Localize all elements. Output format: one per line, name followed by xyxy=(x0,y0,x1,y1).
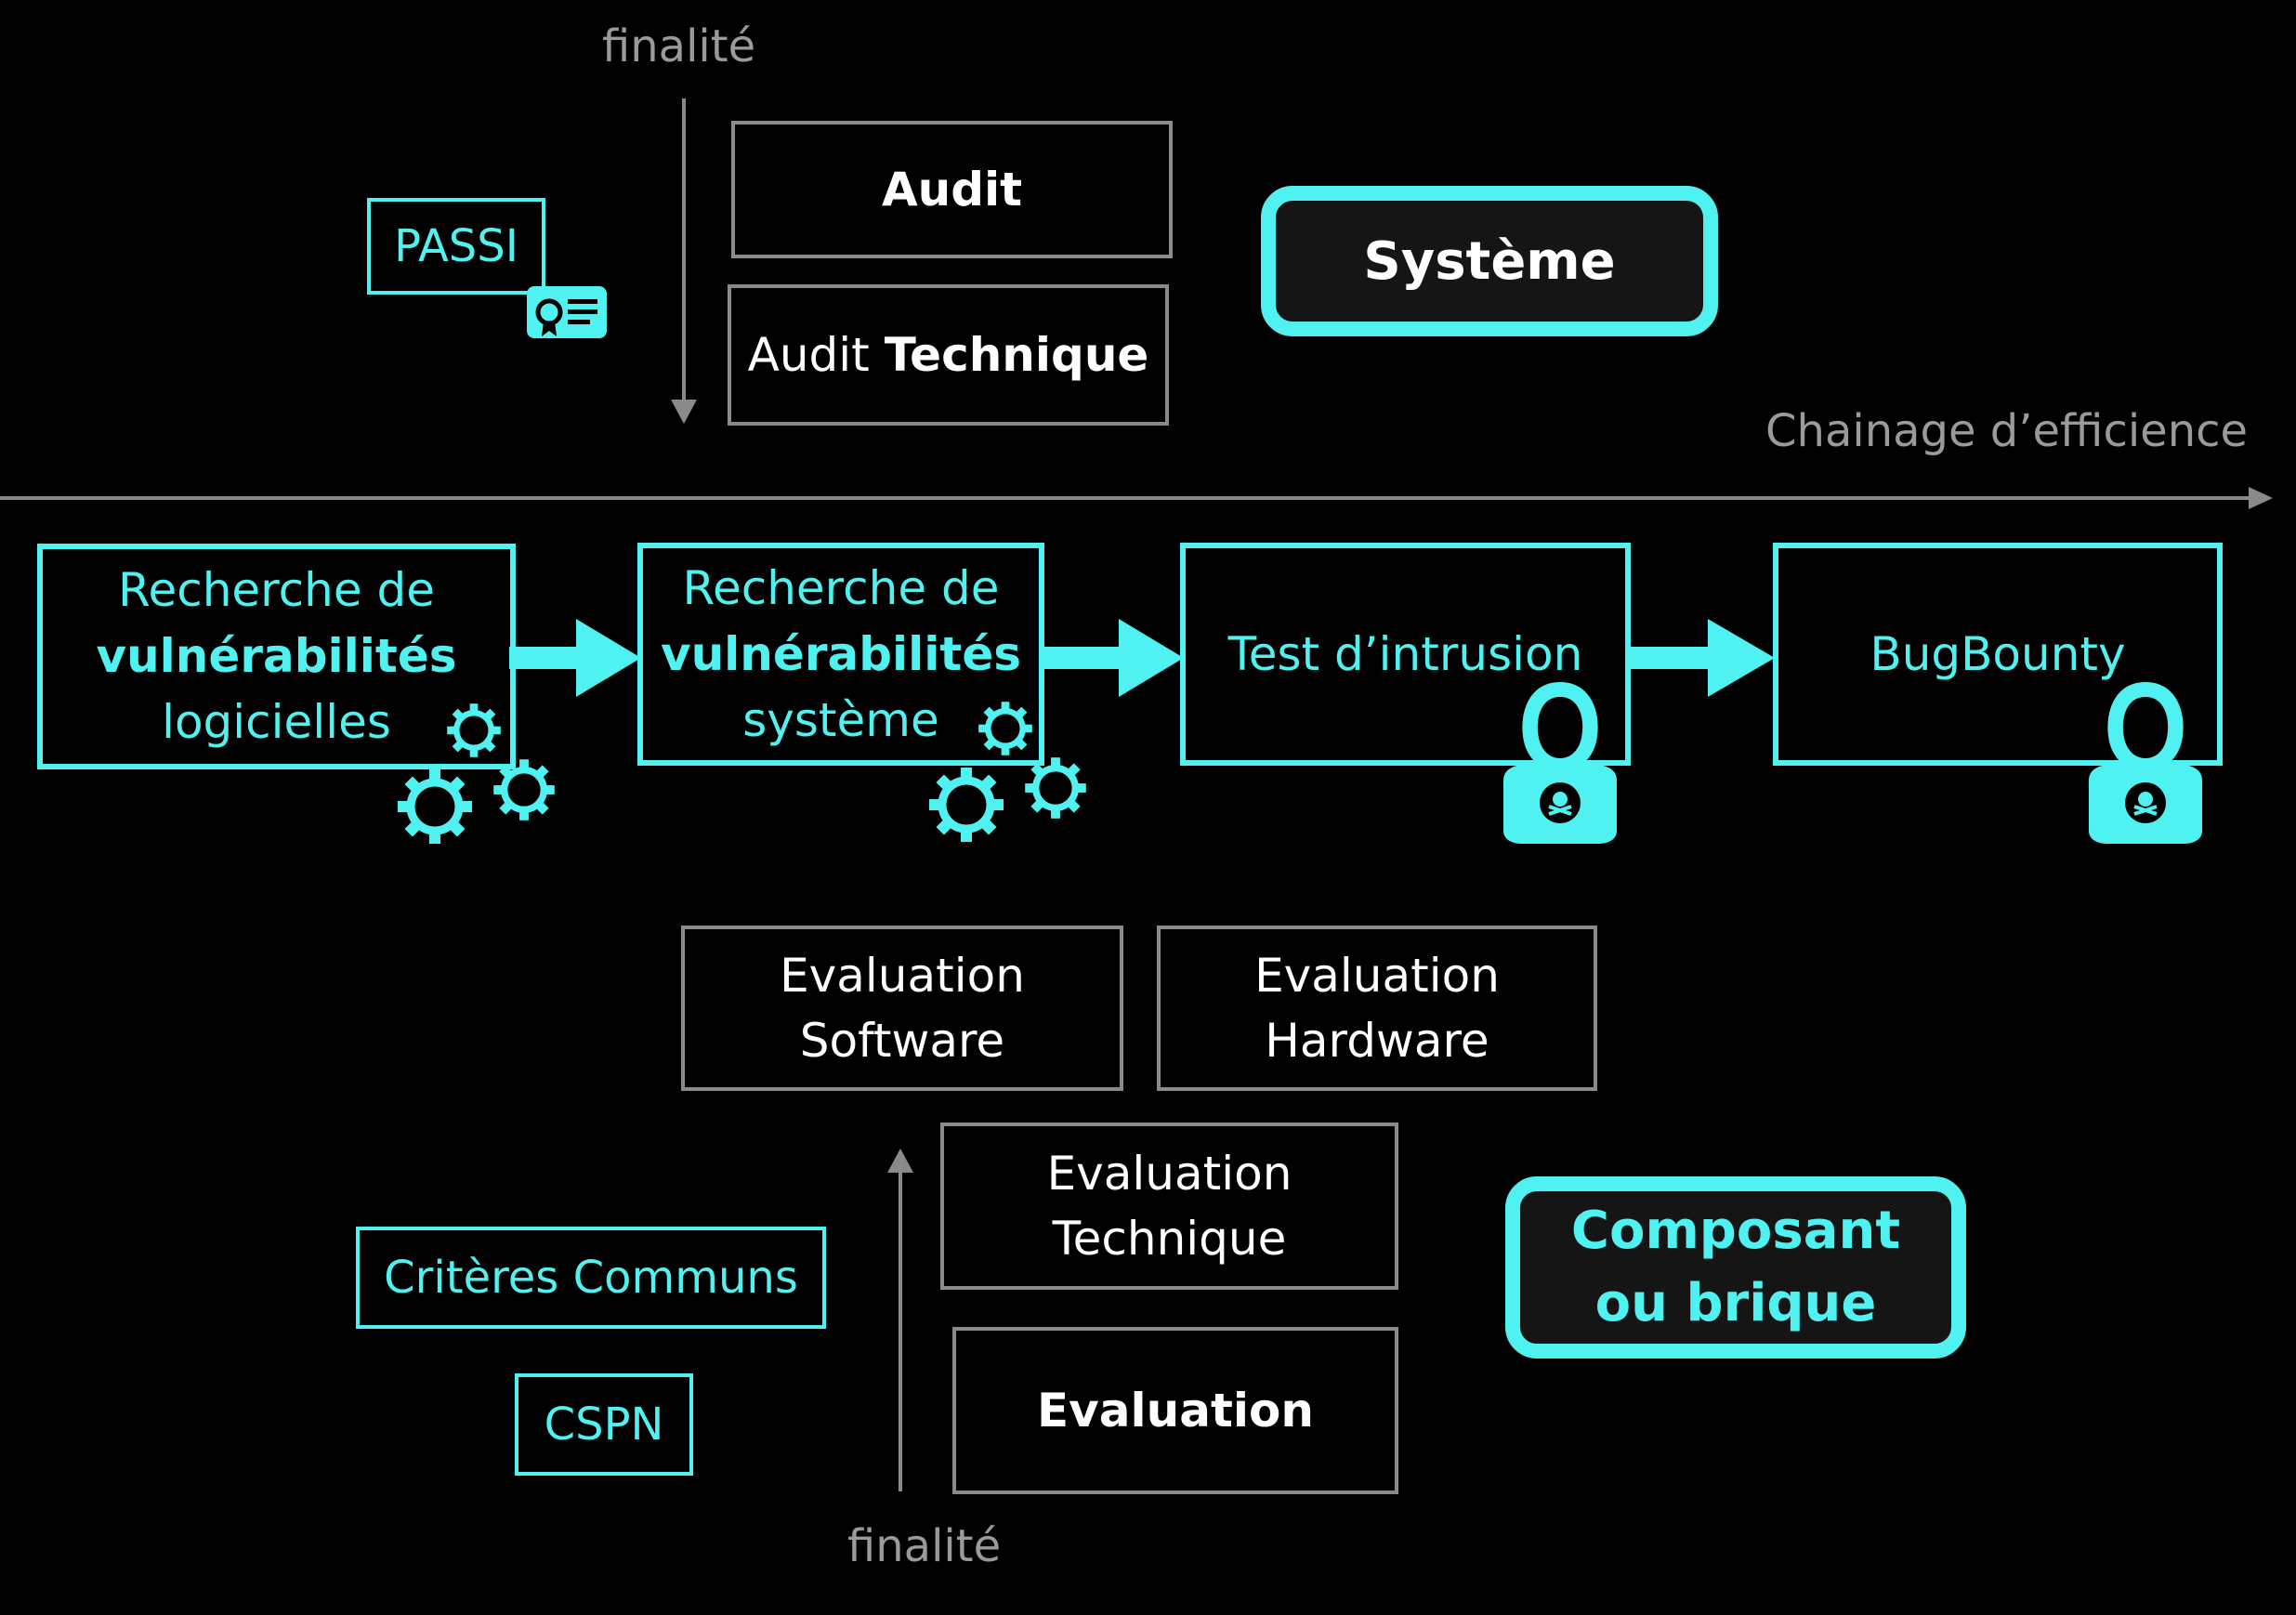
chainage-axis-arrow xyxy=(0,487,2273,509)
audit-technique-box: Audit Technique xyxy=(728,284,1169,426)
eval-technique-box: Evaluation Technique xyxy=(940,1123,1398,1290)
passi-label: PASSI xyxy=(394,220,518,272)
eval-hardware-line2: Hardware xyxy=(1265,1014,1489,1068)
chain-2-line3: système xyxy=(742,692,939,747)
eval-technique-line1: Evaluation xyxy=(1046,1147,1292,1201)
chain-arrow-3 xyxy=(1628,619,1775,697)
cspn-label: CSPN xyxy=(544,1398,664,1451)
chainage-label: Chainage d’efficience xyxy=(1765,405,2249,457)
systeme-label: Système xyxy=(1363,230,1616,292)
chain-2-line2: vulnérabilités xyxy=(660,626,1021,681)
systeme-badge: Système xyxy=(1261,186,1718,336)
finalite-top-arrow xyxy=(671,98,697,424)
finalite-bottom-arrow xyxy=(887,1149,913,1491)
finalite-top-label: finalité xyxy=(602,20,756,72)
criteres-communs-label: Critères Communs xyxy=(384,1252,798,1304)
eval-hardware-box: Evaluation Hardware xyxy=(1157,926,1597,1091)
certificate-icon xyxy=(527,286,607,338)
hacker-icon xyxy=(2089,682,2202,844)
chain-1-line1: Recherche de xyxy=(117,563,435,617)
chain-box-bugbounty: BugBounty xyxy=(1773,543,2223,766)
evaluation-box: Evaluation xyxy=(952,1327,1398,1494)
composant-line2: ou brique xyxy=(1594,1273,1877,1333)
chain-1-line3: logicielles xyxy=(162,695,391,749)
chain-box-logicielles: Recherche de vulnérabilités logicielles xyxy=(37,544,516,769)
gears-icon xyxy=(387,697,563,855)
cspn-tag: CSPN xyxy=(515,1373,693,1476)
eval-hardware-line1: Evaluation xyxy=(1254,949,1500,1003)
composant-badge: Composant ou brique xyxy=(1505,1176,1966,1359)
eval-technique-line2: Technique xyxy=(1052,1212,1287,1266)
chain-2-line1: Recherche de xyxy=(682,560,1000,615)
criteres-communs-tag: Critères Communs xyxy=(356,1227,826,1329)
passi-tag: PASSI xyxy=(367,198,545,295)
eval-software-box: Evaluation Software xyxy=(681,926,1123,1091)
audit-label: Audit xyxy=(881,163,1023,217)
hacker-icon xyxy=(1503,682,1617,844)
chain-1-line2: vulnérabilités xyxy=(96,629,457,683)
chain-box-systeme: Recherche de vulnérabilités système xyxy=(637,543,1044,766)
evaluation-label: Evaluation xyxy=(1037,1384,1314,1438)
chain-3-label: Test d’intrusion xyxy=(1227,626,1583,681)
eval-software-line1: Evaluation xyxy=(780,949,1025,1003)
audit-technique-label: Audit Technique xyxy=(747,328,1149,382)
chain-4-label: BugBounty xyxy=(1870,626,2126,681)
audit-box: Audit xyxy=(731,121,1173,258)
finalite-bottom-label: finalité xyxy=(847,1520,1002,1572)
chain-arrow-1 xyxy=(509,619,641,697)
chain-box-test-intrusion: Test d’intrusion xyxy=(1180,543,1631,766)
composant-line1: Composant xyxy=(1570,1201,1901,1261)
eval-software-line2: Software xyxy=(799,1014,1005,1068)
gears-icon xyxy=(918,695,1095,853)
chain-arrow-2 xyxy=(1043,619,1184,697)
